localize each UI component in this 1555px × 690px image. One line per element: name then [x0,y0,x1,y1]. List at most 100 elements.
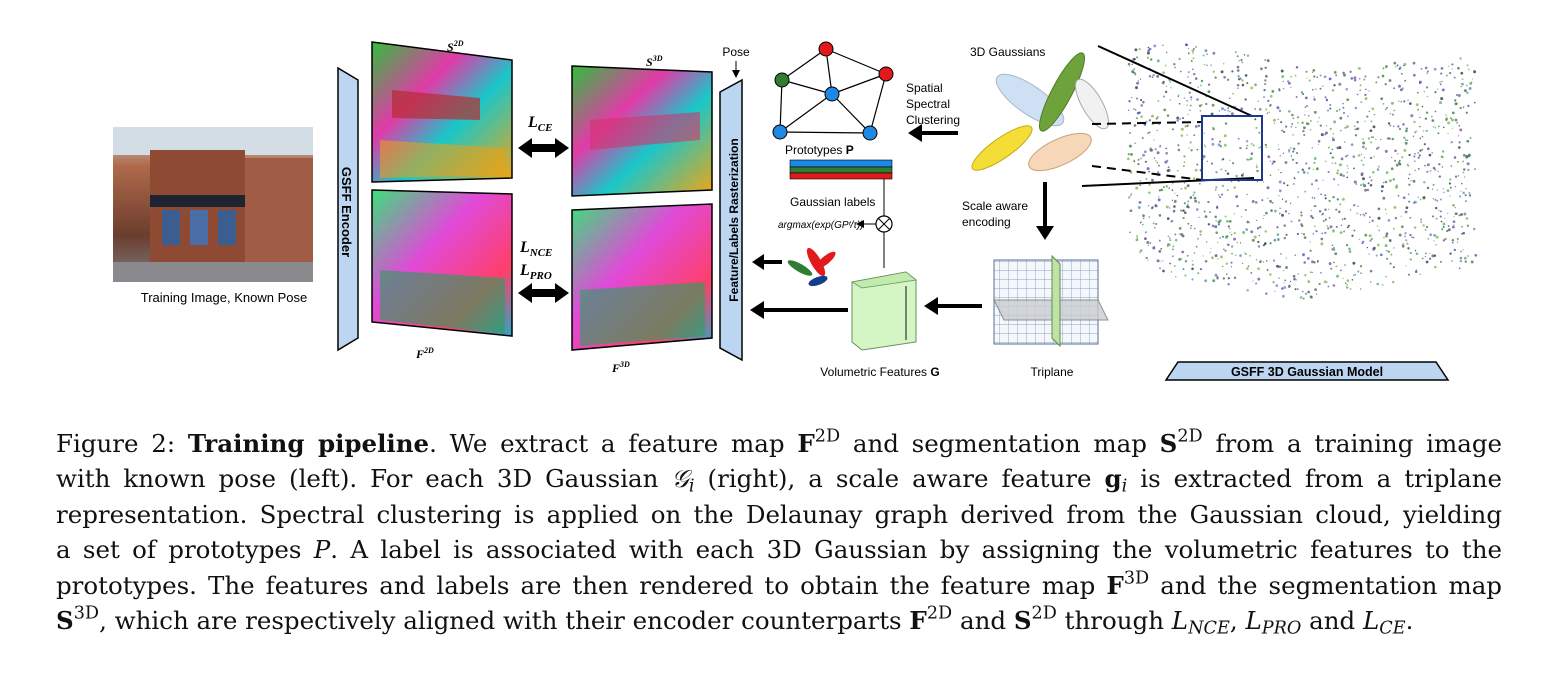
cloud-point [1437,125,1440,128]
clustering-arrow-head [908,124,922,142]
cloud-point [1320,193,1322,196]
cloud-point [1474,253,1478,257]
cloud-point [1313,225,1316,228]
cloud-point [1188,147,1190,149]
cloud-point [1372,136,1375,138]
cloud-point [1284,161,1288,164]
cloud-point [1227,243,1230,246]
cloud-point [1411,236,1413,239]
cloud-point [1195,46,1197,48]
cloud-point [1402,245,1404,247]
cloud-point [1398,100,1400,102]
cloud-point [1359,266,1362,268]
s2d-label: S2D [447,39,464,54]
cloud-point [1458,214,1461,217]
cloud-point [1447,228,1451,232]
cloud-point [1399,163,1402,166]
cloud-point [1394,159,1397,162]
cloud-point [1459,195,1462,198]
cloud-point [1215,186,1218,189]
cloud-point [1438,175,1442,178]
cloud-point [1467,168,1470,171]
cloud-point [1340,129,1342,132]
cloud-point [1363,78,1366,81]
cloud-point [1216,241,1219,244]
cloud-point [1203,63,1206,66]
cloud-point [1189,141,1192,144]
cloud-point [1420,68,1423,70]
cloud-point [1369,183,1373,187]
cloud-point [1450,118,1454,122]
cloud-point [1291,113,1294,117]
cloud-point [1290,155,1293,157]
cloud-point [1276,106,1280,110]
cloud-point [1345,286,1349,289]
cloud-point [1282,152,1285,154]
cloud-point [1395,163,1399,167]
cloud-point [1130,96,1133,99]
cloud-point [1224,249,1227,252]
cloud-point [1179,209,1183,212]
cloud-point [1278,189,1282,193]
cloud-point [1438,163,1441,166]
cloud-point [1250,230,1254,234]
cloud-point [1244,98,1247,101]
cloud-point [1236,55,1239,58]
cloud-point [1192,72,1196,76]
cloud-point [1158,189,1161,192]
cloud-point [1200,84,1202,87]
cloud-point [1127,62,1131,66]
cloud-point [1317,121,1319,123]
cloud-point [1405,239,1408,242]
cloud-point [1324,96,1327,99]
cloud-point [1316,261,1319,264]
cloud-point [1456,160,1459,163]
cloud-point [1272,259,1276,262]
cloud-point [1346,115,1349,118]
cloud-point [1418,125,1421,128]
cloud-point [1145,256,1148,260]
cloud-point [1458,124,1461,127]
cloud-point [1359,84,1362,87]
cloud-point [1162,44,1164,47]
cloud-point [1280,121,1283,124]
cloud-point [1324,218,1327,221]
cloud-point [1278,180,1282,184]
cloud-point [1170,220,1173,223]
cloud-point [1454,102,1458,106]
cloud-point [1366,246,1368,249]
cloud-point [1434,90,1437,94]
cloud-point [1343,73,1346,77]
cloud-point [1278,265,1282,269]
cloud-point [1376,168,1380,171]
cloud-point [1129,131,1131,134]
cloud-point [1429,252,1431,254]
cloud-point [1221,193,1224,196]
cloud-point [1346,171,1349,174]
cloud-point [1268,111,1271,114]
cloud-point [1328,199,1331,202]
cloud-point [1433,168,1436,170]
cloud-point [1159,267,1161,270]
cloud-point [1320,271,1322,274]
cloud-point [1194,77,1198,80]
cloud-point [1191,278,1194,281]
cloud-point [1186,205,1188,208]
cloud-point [1210,64,1212,66]
cloud-point [1380,189,1384,193]
cloud-point [1345,88,1348,91]
cloud-point [1453,224,1455,226]
cloud-point [1186,104,1188,106]
cloud-point [1236,204,1239,208]
cloud-point [1442,126,1445,129]
cloud-point [1266,59,1270,63]
cloud-point [1377,146,1380,149]
cloud-point [1294,288,1297,291]
triplane-arrow-head [924,297,938,315]
cloud-point [1205,102,1208,106]
cloud-point [1333,248,1336,252]
cloud-point [1390,101,1394,105]
cloud-point [1342,71,1345,75]
f3d-label: F3D [611,360,630,375]
cloud-point [1222,265,1224,268]
